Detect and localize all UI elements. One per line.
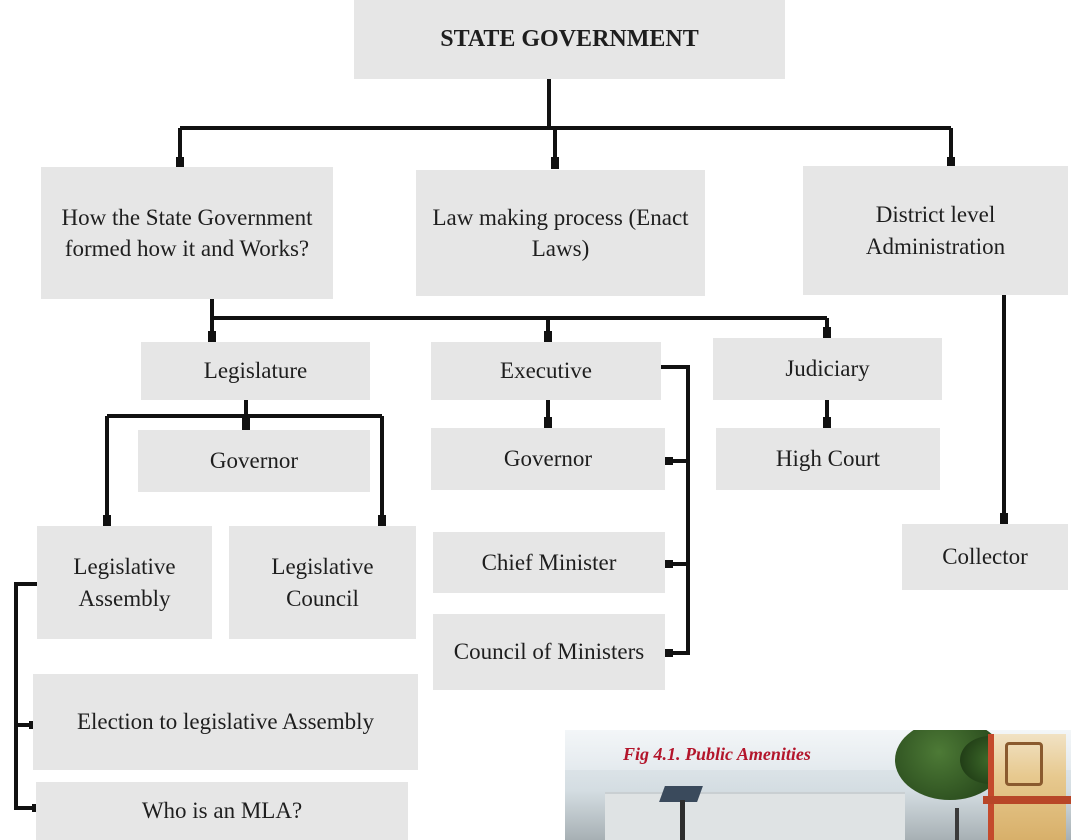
- node-election-label: Election to legislative Assembly: [76, 709, 375, 735]
- node-executive-governor-label: Governor: [503, 446, 593, 472]
- nub-governor-e: [544, 417, 552, 428]
- node-legislative-council-label: Legislative Council: [271, 554, 374, 611]
- nub-high-court: [823, 417, 831, 428]
- photo-lamp-post: [955, 808, 959, 840]
- node-legislature-governor: Governor: [138, 430, 370, 492]
- node-district-label: District level Administration: [865, 202, 1006, 259]
- node-state-government: STATE GOVERNMENT: [354, 0, 785, 79]
- node-how-label: How the State Government formed how it a…: [61, 204, 313, 261]
- node-law-label: Law making process (Enact Laws): [432, 204, 689, 261]
- node-legislature: Legislature: [141, 342, 370, 400]
- nub-executive: [544, 331, 552, 342]
- node-legislative-assembly: Legislative Assembly: [37, 526, 212, 639]
- node-how-state-government-works: How the State Government formed how it a…: [41, 167, 333, 299]
- node-chief-minister: Chief Minister: [433, 532, 665, 593]
- nub-collector: [1000, 513, 1008, 524]
- node-executive: Executive: [431, 342, 661, 400]
- node-legislative-assembly-label: Legislative Assembly: [73, 554, 176, 611]
- node-collector-label: Collector: [942, 544, 1028, 570]
- photo-water-tower-ring: [983, 796, 1071, 804]
- nub-com-side: [664, 649, 673, 657]
- node-judiciary: Judiciary: [713, 338, 942, 400]
- nub-law: [551, 157, 559, 169]
- nub-council: [378, 515, 386, 526]
- edge-executive-bracket: [661, 365, 690, 655]
- node-election-to-assembly: Election to legislative Assembly: [33, 674, 418, 770]
- photo-building: [605, 792, 905, 840]
- nub-legislature: [208, 331, 216, 342]
- nub-judiciary: [823, 327, 831, 338]
- photo-water-tower: [988, 734, 1066, 840]
- node-chief-minister-label: Chief Minister: [481, 549, 617, 575]
- node-council-of-ministers: Council of Ministers: [433, 614, 665, 690]
- node-legislative-council: Legislative Council: [229, 526, 416, 639]
- node-state-government-label: STATE GOVERNMENT: [440, 26, 699, 53]
- photo-street-light-pole: [680, 800, 685, 840]
- node-council-of-ministers-label: Council of Ministers: [453, 639, 645, 665]
- node-high-court-label: High Court: [775, 446, 881, 472]
- nub-how: [176, 157, 184, 167]
- node-mla-label: Who is an MLA?: [141, 798, 303, 824]
- nub-assembly: [103, 515, 111, 526]
- node-executive-governor: Governor: [431, 428, 665, 490]
- photo-water-tower-frame: [1005, 742, 1043, 786]
- public-amenities-photo: Fig 4.1. Public Amenities: [565, 730, 1071, 840]
- node-district-administration: District level Administration: [803, 166, 1068, 295]
- node-judiciary-label: Judiciary: [785, 356, 870, 382]
- nub-governor-l: [242, 418, 250, 430]
- node-legislature-governor-label: Governor: [209, 448, 299, 474]
- node-collector: Collector: [902, 524, 1068, 590]
- node-legislature-label: Legislature: [203, 358, 308, 384]
- nub-governor-e-side: [664, 457, 673, 465]
- node-law-making-process: Law making process (Enact Laws): [416, 170, 705, 296]
- node-high-court: High Court: [716, 428, 940, 490]
- nub-cm-side: [664, 560, 673, 568]
- node-who-is-mla: Who is an MLA?: [36, 782, 408, 840]
- figure-caption: Fig 4.1. Public Amenities: [623, 744, 811, 764]
- node-executive-label: Executive: [500, 358, 592, 384]
